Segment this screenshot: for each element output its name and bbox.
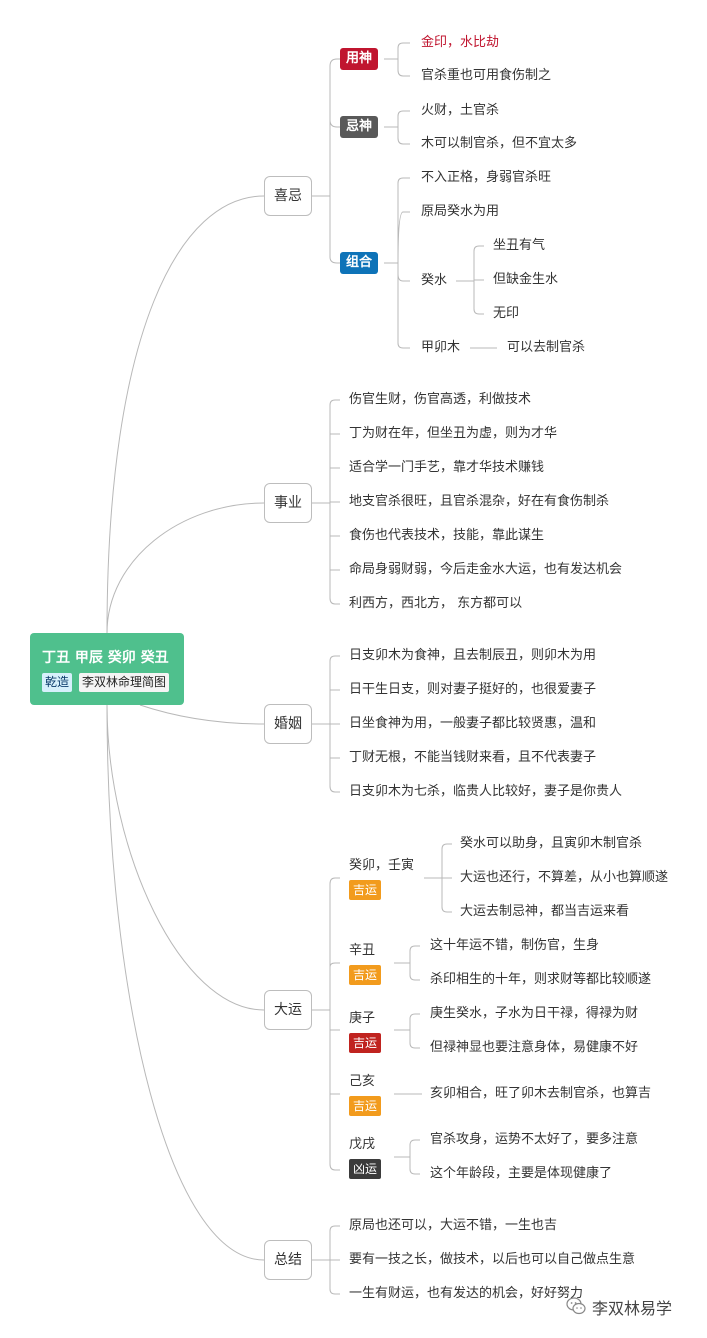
yongshen-item: 金印，水比劫 <box>421 35 500 50</box>
period-name[interactable]: 戊戌 <box>349 1137 376 1152</box>
period-item: 大运也还行，不算差，从小也算顺遂 <box>460 870 669 885</box>
wechat-icon <box>566 1297 586 1315</box>
guishui-links <box>456 245 484 315</box>
luck-badge: 吉运 <box>349 1096 382 1116</box>
shiye-links <box>312 399 340 605</box>
jishen-links <box>384 110 410 145</box>
branch-hunyin[interactable]: 婚姻 <box>264 704 312 744</box>
tag-jishen[interactable]: 忌神 <box>340 116 379 138</box>
xinchou-links <box>394 945 420 981</box>
shiye-item: 适合学一门手艺，靠才华技术赚钱 <box>349 460 545 475</box>
zuhe-item: 原局癸水为用 <box>421 204 500 219</box>
period-item: 这个年龄段，主要是体现健康了 <box>430 1166 613 1181</box>
period-item: 杀印相生的十年，则求财等都比较顺遂 <box>430 972 652 987</box>
wuxu-links <box>394 1139 420 1175</box>
zuhe-links <box>384 177 410 349</box>
hunyin-links <box>312 655 340 793</box>
period-item: 癸水可以助身，且寅卯木制官杀 <box>460 836 643 851</box>
watermark-text: 李双林易学 <box>592 1299 673 1318</box>
shiye-item: 利西方，西北方， 东方都可以 <box>349 596 523 611</box>
period-name[interactable]: 癸卯，壬寅 <box>349 858 415 873</box>
root-title: 丁丑 甲辰 癸卯 癸丑 <box>42 650 169 666</box>
zongjie-item: 要有一技之长，做技术，以后也可以自己做点生意 <box>349 1252 636 1267</box>
zongjie-links <box>312 1225 340 1295</box>
period-item: 亥卯相合，旺了卯木去制官杀，也算吉 <box>430 1086 652 1101</box>
luck-badge: 吉运 <box>349 880 382 900</box>
root-to-hunyin <box>139 704 265 725</box>
root-node[interactable]: 丁丑 甲辰 癸卯 癸丑 乾造 李双林命理简图 <box>30 633 184 705</box>
root-to-xiji <box>106 195 265 634</box>
period-item: 但禄神显也要注意身体，易健康不好 <box>430 1040 639 1055</box>
branch-dayun[interactable]: 大运 <box>264 990 312 1030</box>
zuhe-item: 不入正格，身弱官杀旺 <box>421 170 552 185</box>
hunyin-item: 日干生日支，则对妻子挺好的，也很爱妻子 <box>349 682 597 697</box>
root-to-dayun <box>106 704 265 1011</box>
shiye-item: 地支官杀很旺，且官杀混杂，好在有食伤制杀 <box>349 494 610 509</box>
branch-zongjie[interactable]: 总结 <box>264 1240 312 1280</box>
zongjie-item: 一生有财运，也有发达的机会，好好努力 <box>349 1286 584 1301</box>
hunyin-item: 丁财无根，不能当钱财来看，且不代表妻子 <box>349 750 597 765</box>
guishui-item: 坐丑有气 <box>493 238 546 253</box>
jiamaomu-note: 可以去制官杀 <box>507 340 586 355</box>
shiye-item: 食伤也代表技术，技能，靠此谋生 <box>349 528 545 543</box>
period-item: 官杀攻身，运势不太好了，要多注意 <box>430 1132 639 1147</box>
yongshen-links <box>384 42 410 77</box>
period-name[interactable]: 庚子 <box>349 1011 376 1026</box>
root-to-zongjie <box>106 704 265 1261</box>
root-to-shiye <box>106 502 265 634</box>
hunyin-item: 日支卯木为食神，且去制辰丑，则卯木为用 <box>349 648 597 663</box>
yongshen-item: 官杀重也可用食伤制之 <box>421 68 552 83</box>
hunyin-item: 日支卯木为七杀，临贵人比较好，妻子是你贵人 <box>349 784 623 799</box>
period-item: 庚生癸水，子水为日干禄，得禄为财 <box>430 1006 639 1021</box>
branch-xiji[interactable]: 喜忌 <box>264 176 312 216</box>
branch-shiye[interactable]: 事业 <box>264 483 312 523</box>
period-name[interactable]: 己亥 <box>349 1074 376 1089</box>
gender-chip: 乾造 <box>42 673 73 692</box>
guishui-node[interactable]: 癸水 <box>421 273 448 288</box>
period-item: 大运去制忌神，都当吉运来看 <box>460 904 630 919</box>
guishui-item: 无印 <box>493 306 520 321</box>
shiye-item: 伤官生财，伤官高透，利做技术 <box>349 392 532 407</box>
xiji-trunk <box>312 58 340 264</box>
jishen-item: 木可以制官杀，但不宜太多 <box>421 136 578 151</box>
shiye-item: 丁为财在年，但坐丑为虚，则为才华 <box>349 426 558 441</box>
jiamaomu-node[interactable]: 甲卯木 <box>421 340 461 355</box>
luck-badge: 吉运 <box>349 1033 382 1053</box>
guishui-item: 但缺金生水 <box>493 272 559 287</box>
zongjie-item: 原局也还可以，大运不错，一生也吉 <box>349 1218 558 1233</box>
period-item: 这十年运不错，制伤官，生身 <box>430 938 600 953</box>
gengzi-links <box>394 1013 420 1049</box>
luck-badge: 凶运 <box>349 1159 382 1179</box>
tag-zuhe[interactable]: 组合 <box>340 252 379 274</box>
hunyin-item: 日坐食神为用，一般妻子都比较贤惠，温和 <box>349 716 597 731</box>
period-name[interactable]: 辛丑 <box>349 943 376 958</box>
tag-yongshen[interactable]: 用神 <box>340 48 379 70</box>
dayun-links <box>312 877 340 1171</box>
shiye-item: 命局身弱财弱，今后走金水大运，也有发达机会 <box>349 562 623 577</box>
luck-badge: 吉运 <box>349 965 382 985</box>
jishen-item: 火财，土官杀 <box>421 103 500 118</box>
chart-label-chip: 李双林命理简图 <box>79 673 170 692</box>
guimao-links <box>424 843 452 913</box>
